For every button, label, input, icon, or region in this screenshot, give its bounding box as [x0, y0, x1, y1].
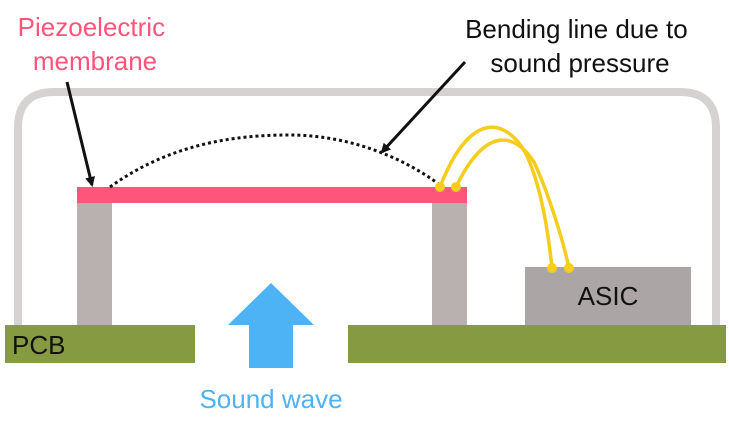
bending-line-label: Bending line due to sound pressure [465, 14, 695, 78]
pcb-left [5, 325, 195, 363]
housing-lid [14, 88, 720, 326]
bending-label-line1: Bending line due to [465, 14, 688, 44]
pcb-right [348, 325, 726, 363]
asic-block [525, 267, 691, 325]
bending-label-line2: sound pressure [490, 48, 669, 78]
bond-wire-inner [454, 138, 571, 269]
membrane-label: Piezoelectric membrane [18, 12, 173, 76]
bond-pad [451, 182, 461, 192]
bending-line [109, 133, 441, 189]
sound-wave-arrow [228, 283, 314, 368]
piezoelectric-membrane [77, 187, 467, 203]
bond-pad [564, 263, 574, 273]
membrane-label-line2: membrane [33, 46, 157, 76]
pcb-label: PCB [12, 330, 65, 360]
membrane-label-line1: Piezoelectric [18, 12, 165, 42]
asic-label: ASIC [578, 281, 639, 311]
sound-wave-label: Sound wave [199, 384, 342, 414]
bond-pad [435, 182, 445, 192]
bending-pointer-arrow [380, 60, 467, 154]
support-pillar-left [77, 203, 112, 325]
support-pillar-right [432, 203, 467, 325]
membrane-pointer-arrow [65, 81, 95, 187]
bond-pad [547, 263, 557, 273]
